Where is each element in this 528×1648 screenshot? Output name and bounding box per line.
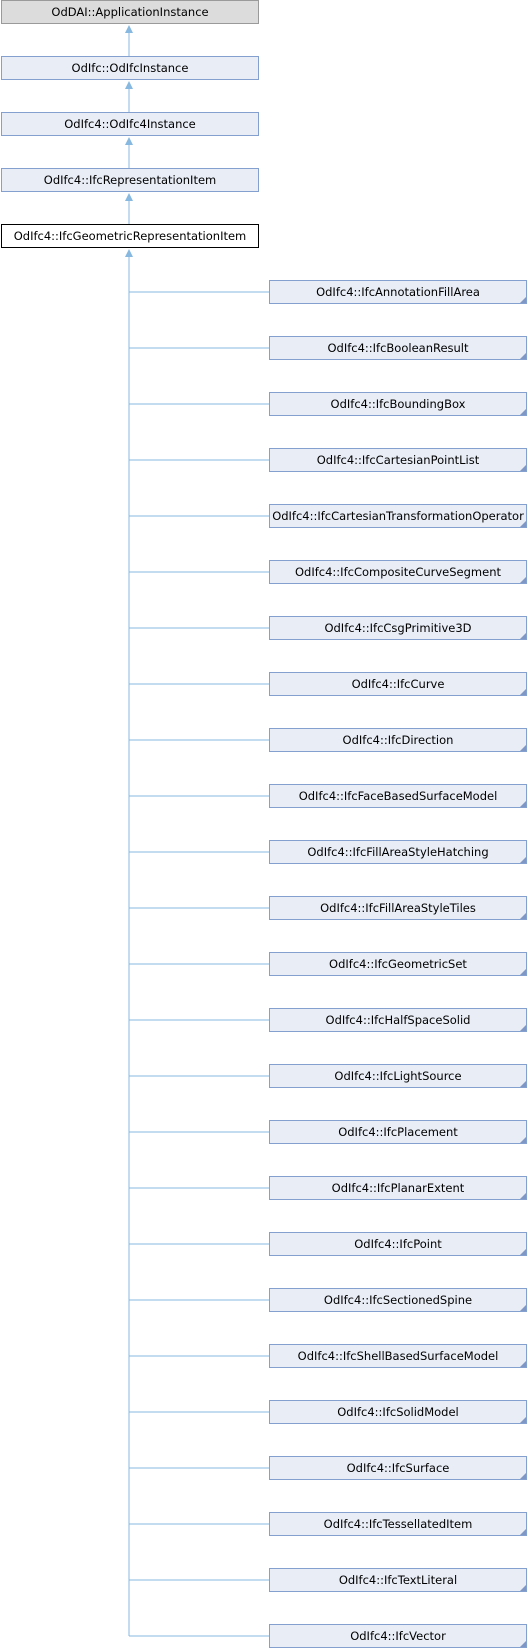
child-node-odifc4-ifcsectionedspine-label: OdIfc4::IfcSectionedSpine [323,1293,473,1307]
child-node-odifc4-ifcpoint-label: OdIfc4::IfcPoint [354,1237,442,1251]
more-children-indicator-icon [520,1025,526,1031]
ancestor-node-odifc-odifcinstance-label: OdIfc::OdIfcInstance [71,61,189,75]
child-node-odifc4-ifcplanarextent-label: OdIfc4::IfcPlanarExtent [331,1181,465,1195]
more-children-indicator-icon [520,745,526,751]
child-node-odifc4-ifcboundingbox[interactable]: OdIfc4::IfcBoundingBox [269,392,527,416]
child-node-odifc4-ifcsectionedspine[interactable]: OdIfc4::IfcSectionedSpine [269,1288,527,1312]
child-node-odifc4-ifcpoint[interactable]: OdIfc4::IfcPoint [269,1232,527,1256]
child-node-odifc4-ifcbooleanresult-label: OdIfc4::IfcBooleanResult [327,341,469,355]
child-node-odifc4-ifcshellbasedsurfacemodel-label: OdIfc4::IfcShellBasedSurfaceModel [297,1349,499,1363]
ancestor-node-odifc4-ifcrepresentationitem[interactable]: OdIfc4::IfcRepresentationItem [1,168,259,192]
ancestor-node-odifc4-odifc4instance[interactable]: OdIfc4::OdIfc4Instance [1,112,259,136]
child-node-odifc4-ifclightsource[interactable]: OdIfc4::IfcLightSource [269,1064,527,1088]
more-children-indicator-icon [520,577,526,583]
child-node-odifc4-ifctessellateditem-label: OdIfc4::IfcTessellatedItem [323,1517,473,1531]
children-trunk-arrowhead [125,249,133,257]
child-node-odifc4-ifcfacebasedsurfacemodel[interactable]: OdIfc4::IfcFaceBasedSurfaceModel [269,784,527,808]
more-children-indicator-icon [520,1137,526,1143]
child-node-odifc4-ifcshellbasedsurfacemodel[interactable]: OdIfc4::IfcShellBasedSurfaceModel [269,1344,527,1368]
ancestor-node-oddai-applicationinstance-label: OdDAI::ApplicationInstance [51,5,209,19]
child-node-odifc4-ifcdirection-label: OdIfc4::IfcDirection [342,733,454,747]
more-children-indicator-icon [520,1417,526,1423]
current-class-node: OdIfc4::IfcGeometricRepresentationItem [1,224,259,248]
child-node-odifc4-ifccartesiantransformationoperator[interactable]: OdIfc4::IfcCartesianTransformationOperat… [269,504,527,528]
more-children-indicator-icon [520,1081,526,1087]
child-node-odifc4-ifcfillareastylehatching[interactable]: OdIfc4::IfcFillAreaStyleHatching [269,840,527,864]
child-node-odifc4-ifcdirection[interactable]: OdIfc4::IfcDirection [269,728,527,752]
child-node-odifc4-ifccompositecurvesegment[interactable]: OdIfc4::IfcCompositeCurveSegment [269,560,527,584]
child-node-odifc4-ifcplanarextent[interactable]: OdIfc4::IfcPlanarExtent [269,1176,527,1200]
child-node-odifc4-ifcannotationfillarea-label: OdIfc4::IfcAnnotationFillArea [316,285,480,299]
more-children-indicator-icon [520,409,526,415]
more-children-indicator-icon [520,1641,526,1647]
child-node-odifc4-ifcfillareastyletiles-label: OdIfc4::IfcFillAreaStyleTiles [320,901,476,915]
inheritance-arrowhead [125,193,133,201]
child-node-odifc4-ifcboundingbox-label: OdIfc4::IfcBoundingBox [330,397,466,411]
more-children-indicator-icon [520,353,526,359]
inheritance-arrowhead [125,25,133,33]
child-node-odifc4-ifctextliteral[interactable]: OdIfc4::IfcTextLiteral [269,1568,527,1592]
child-node-odifc4-ifccurve[interactable]: OdIfc4::IfcCurve [269,672,527,696]
inheritance-arrowhead [125,137,133,145]
child-node-odifc4-ifcvector-label: OdIfc4::IfcVector [350,1629,446,1643]
ancestor-node-odifc4-odifc4instance-label: OdIfc4::OdIfc4Instance [64,117,196,131]
child-node-odifc4-ifcfillareastyletiles[interactable]: OdIfc4::IfcFillAreaStyleTiles [269,896,527,920]
child-node-odifc4-ifccompositecurvesegment-label: OdIfc4::IfcCompositeCurveSegment [295,565,501,579]
child-node-odifc4-ifccartesiantransformationoperator-label: OdIfc4::IfcCartesianTransformationOperat… [272,509,524,523]
current-class-node-label: OdIfc4::IfcGeometricRepresentationItem [13,229,247,243]
child-node-odifc4-ifctextliteral-label: OdIfc4::IfcTextLiteral [338,1573,458,1587]
more-children-indicator-icon [520,1585,526,1591]
more-children-indicator-icon [520,521,526,527]
child-node-odifc4-ifcannotationfillarea[interactable]: OdIfc4::IfcAnnotationFillArea [269,280,527,304]
child-node-odifc4-ifccartesianpointlist[interactable]: OdIfc4::IfcCartesianPointList [269,448,527,472]
more-children-indicator-icon [520,1193,526,1199]
child-node-odifc4-ifcgeometricset-label: OdIfc4::IfcGeometricSet [329,957,467,971]
child-node-odifc4-ifcsolidmodel-label: OdIfc4::IfcSolidModel [337,1405,459,1419]
child-node-odifc4-ifcsolidmodel[interactable]: OdIfc4::IfcSolidModel [269,1400,527,1424]
ancestor-node-odifc4-ifcrepresentationitem-label: OdIfc4::IfcRepresentationItem [43,173,217,187]
child-node-odifc4-ifcsurface[interactable]: OdIfc4::IfcSurface [269,1456,527,1480]
child-node-odifc4-ifccurve-label: OdIfc4::IfcCurve [351,677,445,691]
child-node-odifc4-ifcvector[interactable]: OdIfc4::IfcVector [269,1624,527,1648]
more-children-indicator-icon [520,857,526,863]
ancestor-node-odifc-odifcinstance[interactable]: OdIfc::OdIfcInstance [1,56,259,80]
more-children-indicator-icon [520,1529,526,1535]
child-node-odifc4-ifctessellateditem[interactable]: OdIfc4::IfcTessellatedItem [269,1512,527,1536]
child-node-odifc4-ifccsgprimitive3d[interactable]: OdIfc4::IfcCsgPrimitive3D [269,616,527,640]
child-node-odifc4-ifcbooleanresult[interactable]: OdIfc4::IfcBooleanResult [269,336,527,360]
child-node-odifc4-ifcfacebasedsurfacemodel-label: OdIfc4::IfcFaceBasedSurfaceModel [298,789,498,803]
more-children-indicator-icon [520,969,526,975]
more-children-indicator-icon [520,297,526,303]
child-node-odifc4-ifcfillareastylehatching-label: OdIfc4::IfcFillAreaStyleHatching [307,845,489,859]
inheritance-arrowhead [125,81,133,89]
more-children-indicator-icon [520,633,526,639]
child-node-odifc4-ifcplacement-label: OdIfc4::IfcPlacement [338,1125,458,1139]
more-children-indicator-icon [520,1473,526,1479]
more-children-indicator-icon [520,465,526,471]
child-node-odifc4-ifcsurface-label: OdIfc4::IfcSurface [346,1461,450,1475]
more-children-indicator-icon [520,913,526,919]
ancestor-node-oddai-applicationinstance[interactable]: OdDAI::ApplicationInstance [1,0,259,24]
child-node-odifc4-ifchalfspacesolid-label: OdIfc4::IfcHalfSpaceSolid [325,1013,471,1027]
more-children-indicator-icon [520,689,526,695]
more-children-indicator-icon [520,1305,526,1311]
child-node-odifc4-ifcplacement[interactable]: OdIfc4::IfcPlacement [269,1120,527,1144]
child-node-odifc4-ifccartesianpointlist-label: OdIfc4::IfcCartesianPointList [316,453,480,467]
more-children-indicator-icon [520,1249,526,1255]
more-children-indicator-icon [520,1361,526,1367]
more-children-indicator-icon [520,801,526,807]
child-node-odifc4-ifcgeometricset[interactable]: OdIfc4::IfcGeometricSet [269,952,527,976]
child-node-odifc4-ifclightsource-label: OdIfc4::IfcLightSource [334,1069,462,1083]
child-node-odifc4-ifchalfspacesolid[interactable]: OdIfc4::IfcHalfSpaceSolid [269,1008,527,1032]
child-node-odifc4-ifccsgprimitive3d-label: OdIfc4::IfcCsgPrimitive3D [324,621,472,635]
